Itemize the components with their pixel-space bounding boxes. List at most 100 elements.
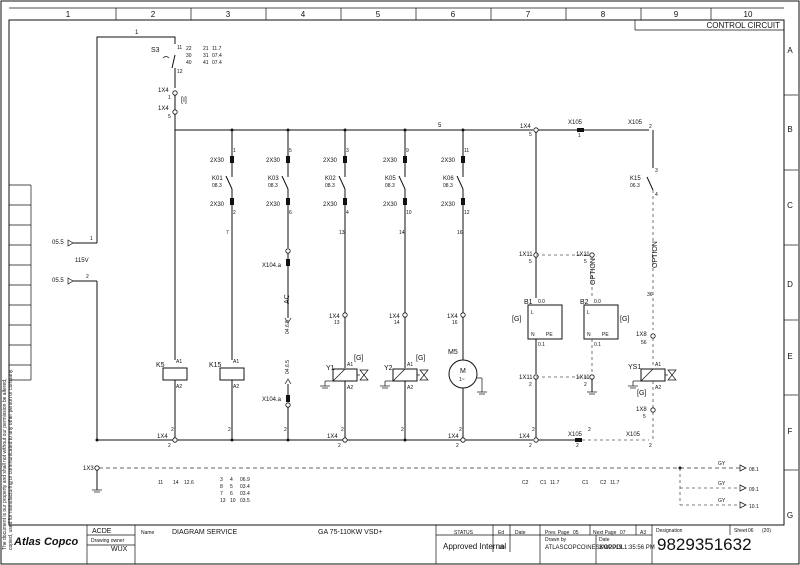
svg-text:Prev. Page: Prev. Page bbox=[545, 530, 570, 536]
svg-text:1X4: 1X4 bbox=[520, 124, 531, 130]
svg-text:K01: K01 bbox=[212, 176, 223, 182]
svg-text:A2: A2 bbox=[347, 385, 353, 391]
bus-5: 5 1X4 5 X105 1 X105 2 bbox=[175, 120, 652, 139]
svg-text:2: 2 bbox=[576, 443, 579, 449]
svg-text:DIAGRAM SERVICE: DIAGRAM SERVICE bbox=[172, 529, 238, 536]
svg-text:5: 5 bbox=[529, 259, 532, 265]
svg-text:K15: K15 bbox=[630, 176, 641, 182]
svg-text:1X11: 1X11 bbox=[576, 375, 590, 381]
svg-text:S3: S3 bbox=[151, 47, 160, 54]
svg-text:0.0: 0.0 bbox=[538, 299, 545, 305]
svg-text:07.4: 07.4 bbox=[212, 53, 222, 59]
svg-text:[G]: [G] bbox=[637, 390, 646, 397]
svg-text:2X30: 2X30 bbox=[323, 158, 338, 164]
svg-text:08.3: 08.3 bbox=[268, 183, 278, 189]
svg-text:Next Page: Next Page bbox=[593, 530, 617, 536]
svg-text:0.1: 0.1 bbox=[594, 342, 601, 348]
svg-text:GY: GY bbox=[718, 498, 726, 504]
svg-text:115V: 115V bbox=[75, 258, 89, 264]
svg-text:0.0: 0.0 bbox=[594, 299, 601, 305]
svg-text:2: 2 bbox=[86, 274, 89, 280]
svg-text:2: 2 bbox=[401, 427, 404, 433]
svg-text:B1: B1 bbox=[524, 299, 533, 306]
title-block: Atlas Copco ACDE Drawing owner WUX Name … bbox=[9, 524, 784, 565]
svg-text:4: 4 bbox=[655, 192, 658, 198]
valve-y2: 1X4 14 Y2 [G] A1 A2 bbox=[380, 312, 429, 440]
svg-text:2: 2 bbox=[168, 443, 171, 449]
svg-text:2: 2 bbox=[456, 443, 459, 449]
column-label: 10 bbox=[744, 10, 753, 19]
svg-text:X104.a: X104.a bbox=[262, 263, 282, 269]
row-label: D bbox=[787, 280, 793, 289]
row-label: A bbox=[787, 46, 793, 55]
svg-text:9: 9 bbox=[406, 148, 409, 154]
svg-text:A2: A2 bbox=[655, 385, 661, 391]
svg-text:4: 4 bbox=[346, 210, 349, 216]
option-label: OPTION bbox=[590, 258, 597, 285]
svg-text:1X4: 1X4 bbox=[447, 314, 458, 320]
svg-text:1X8: 1X8 bbox=[636, 407, 647, 413]
svg-text:B2: B2 bbox=[580, 299, 589, 306]
svg-text:The document is our property a: The document is our property and shall n… bbox=[2, 379, 8, 550]
row-label: G bbox=[787, 511, 793, 520]
svg-text:5: 5 bbox=[438, 123, 442, 129]
svg-text:10: 10 bbox=[230, 498, 236, 504]
svg-text:31: 31 bbox=[203, 53, 209, 59]
svg-text:1X4: 1X4 bbox=[389, 314, 400, 320]
option-label: OPTION bbox=[652, 241, 659, 268]
contactor-k03: 2X30 5 K03 08.3 2X30 6 bbox=[266, 130, 292, 248]
svg-text:STATUS: STATUS bbox=[454, 530, 474, 536]
svg-text:M5: M5 bbox=[448, 349, 458, 356]
svg-text:14: 14 bbox=[399, 230, 405, 236]
row-label: E bbox=[787, 352, 792, 361]
svg-text:(20): (20) bbox=[762, 528, 771, 534]
column-label: 1 bbox=[66, 10, 71, 19]
svg-text:[G]: [G] bbox=[416, 355, 425, 362]
bottom-rail: 1X4 2 1X4 2 1X4 2 1X4 2 X105 2 X105 2 2 … bbox=[95, 427, 652, 449]
contactor-k05: 2X30 9 K05 08.3 2X30 10 14 bbox=[383, 130, 412, 313]
svg-text:1: 1 bbox=[578, 133, 581, 139]
svg-text:A3: A3 bbox=[640, 530, 646, 536]
column-label: 5 bbox=[376, 10, 381, 19]
svg-text:Drawing owner: Drawing owner bbox=[91, 538, 125, 544]
svg-text:2X30: 2X30 bbox=[266, 158, 281, 164]
svg-text:7: 7 bbox=[226, 230, 229, 236]
svg-text:[G]: [G] bbox=[620, 316, 629, 323]
atlas-copco-logo: Atlas Copco bbox=[13, 536, 78, 548]
svg-text:03.4: 03.4 bbox=[240, 484, 250, 490]
svg-text:2X30: 2X30 bbox=[383, 202, 398, 208]
svg-text:2X30: 2X30 bbox=[441, 202, 456, 208]
switch-s3: 1 S3 11 12 22 30 40 21 31 41 11.7 07.4 0… bbox=[96, 30, 222, 243]
svg-text:ACDE: ACDE bbox=[92, 528, 112, 535]
coil-k15: K15 A1 A2 bbox=[209, 359, 245, 440]
svg-text:1X4: 1X4 bbox=[158, 106, 169, 112]
svg-text:6: 6 bbox=[230, 491, 233, 497]
svg-text:5: 5 bbox=[168, 114, 171, 120]
svg-text:11: 11 bbox=[158, 480, 163, 486]
svg-text:1X4: 1X4 bbox=[158, 88, 169, 94]
svg-text:PE: PE bbox=[546, 332, 553, 338]
svg-text:A1: A1 bbox=[407, 362, 413, 368]
svg-text:1X4: 1X4 bbox=[327, 434, 338, 440]
motor-m5: 1X4 16 M5 M 1~ bbox=[447, 312, 487, 440]
svg-text:C1: C1 bbox=[540, 480, 547, 486]
svg-text:2X30: 2X30 bbox=[266, 202, 281, 208]
sensor-b2: 1X11 5 OPTION B2 0.0 L N PE [G] 0.1 1X11… bbox=[576, 252, 629, 395]
contactor-k01: 2X30 1 K01 08.3 2X30 2 7 bbox=[210, 130, 236, 360]
svg-text:08.3: 08.3 bbox=[325, 183, 335, 189]
svg-text:K05: K05 bbox=[385, 176, 396, 182]
svg-text:11.7: 11.7 bbox=[212, 46, 222, 52]
svg-text:05: 05 bbox=[573, 530, 579, 536]
svg-text:PE: PE bbox=[602, 332, 609, 338]
svg-text:4: 4 bbox=[230, 477, 233, 483]
sensor-b1: 1X11 5 B1 0.0 L N PE [G] 0.1 1X11 2 bbox=[512, 132, 590, 440]
column-label: 8 bbox=[601, 10, 606, 19]
svg-text:1X11: 1X11 bbox=[576, 252, 590, 258]
column-label: 3 bbox=[226, 10, 231, 19]
svg-text:[G]: [G] bbox=[354, 355, 363, 362]
svg-text:7: 7 bbox=[220, 491, 223, 497]
svg-text:L: L bbox=[587, 310, 590, 316]
svg-text:A1: A1 bbox=[655, 362, 661, 368]
svg-text:C2: C2 bbox=[522, 480, 529, 486]
svg-text:2: 2 bbox=[588, 427, 591, 433]
